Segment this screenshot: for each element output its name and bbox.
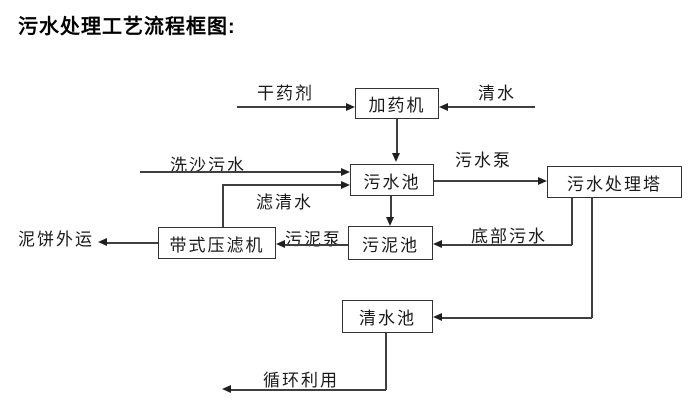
line-clean-water: [448, 106, 535, 108]
arrowhead-into-dosing-machine-left-icon: [346, 103, 355, 111]
line-dosing-to-sewage-pool: [396, 119, 398, 153]
arrowhead-mud-cake-out-icon: [98, 238, 107, 246]
line-sewage-pump: [434, 180, 538, 182]
line-recycle-vertical: [385, 333, 387, 390]
arrowhead-into-sewage-pool-lower-icon: [341, 181, 350, 189]
node-sludge-pool: 污泥池: [348, 226, 433, 260]
arrowhead-into-treatment-tower-icon: [538, 177, 547, 185]
arrowhead-into-sewage-pool-upper-icon: [341, 168, 350, 176]
line-bottom-sewage-vertical: [571, 198, 573, 245]
node-sewage-treatment-tower: 污水处理塔: [547, 166, 682, 198]
arrowhead-into-sludge-pool-top-icon: [386, 217, 394, 226]
flow-label-sand-washing-sewage: 洗沙污水: [170, 156, 246, 175]
line-tower-to-clean-pool-vertical: [591, 198, 593, 318]
line-dry-chemical: [237, 106, 346, 108]
line-tower-to-clean-pool-horizontal: [442, 317, 592, 319]
node-sewage-pool: 污水池: [350, 164, 434, 196]
line-sewage-pool-to-sludge-pool: [390, 196, 392, 217]
flow-label-dry-chemical: 干药剂: [257, 84, 314, 103]
line-recycle-horizontal: [231, 389, 386, 391]
arrowhead-into-dosing-machine-right-icon: [439, 103, 448, 111]
line-bottom-sewage-horizontal: [442, 244, 572, 246]
page-title: 污水处理工艺流程框图:: [18, 16, 236, 38]
arrowhead-recycle-reuse-icon: [222, 385, 231, 393]
arrowhead-into-clean-pool-right-icon: [433, 313, 442, 321]
node-belt-filter-press: 带式压滤机: [158, 227, 276, 259]
line-sludge-pump: [285, 244, 348, 246]
line-sand-washing-sewage: [140, 171, 341, 173]
arrowhead-into-belt-press-right-icon: [276, 240, 285, 248]
arrowhead-into-sewage-pool-top-icon: [392, 153, 400, 162]
flow-label-filtered-clean-water: 滤清水: [256, 193, 313, 212]
flow-label-mud-cake-transport-out: 泥饼外运: [18, 230, 94, 249]
flow-label-sludge-pump: 污泥泵: [285, 230, 342, 249]
line-filtered-water-horizontal: [222, 184, 341, 186]
line-filtered-water-vertical: [222, 184, 224, 227]
flow-label-sewage-pump: 污水泵: [455, 151, 512, 170]
flow-label-recycle-reuse: 循环利用: [263, 371, 339, 390]
flow-label-clean-water: 清水: [478, 84, 516, 103]
arrowhead-into-sludge-pool-right-icon: [433, 240, 442, 248]
node-dosing-machine: 加药机: [355, 88, 439, 119]
line-mud-cake-out: [107, 242, 158, 244]
node-clean-water-pool: 清水池: [342, 300, 433, 333]
flow-label-bottom-sewage: 底部污水: [471, 227, 547, 246]
